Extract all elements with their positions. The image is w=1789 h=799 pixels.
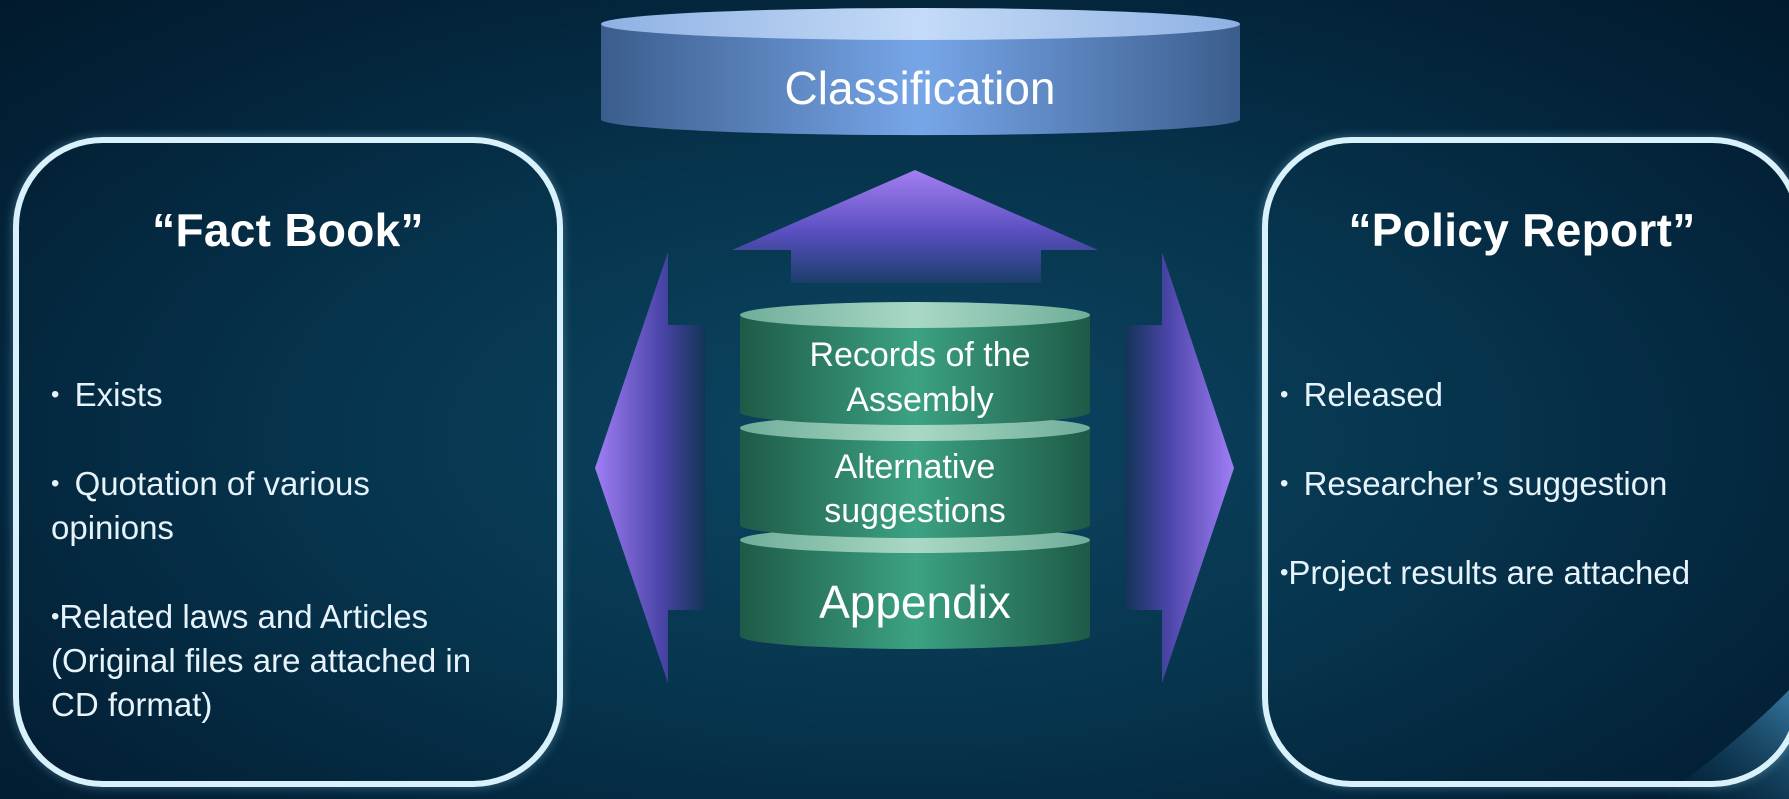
bullet-text: Quotation of various opinions <box>51 465 370 546</box>
center-cylinder-stack: Appendix Alternative suggestions Records… <box>740 302 1090 649</box>
bullet-dot: • <box>1280 381 1289 408</box>
appendix-label: Appendix <box>819 576 1011 628</box>
policy-report-panel: “Policy Report” • Released • Researcher’… <box>1262 137 1789 787</box>
policy-report-title: “Policy Report” <box>1348 204 1696 256</box>
alternatives-label-line1: Alternative <box>835 448 996 486</box>
cylinder-layer-appendix: Appendix <box>740 527 1090 649</box>
fact-book-bullet: • Quotation of various opinions <box>51 462 471 550</box>
classification-disc: Classification <box>601 8 1240 136</box>
bullet-text: Exists <box>65 376 163 413</box>
up-arrow <box>732 170 1098 283</box>
fact-book-panel: “Fact Book” • Exists • Quotation of vari… <box>13 137 563 787</box>
bullet-text: Related laws and Articles (Original file… <box>51 598 472 723</box>
bullet-text: Researcher’s suggestion <box>1294 465 1668 502</box>
bullet-dot: • <box>1280 559 1289 586</box>
fact-book-title: “Fact Book” <box>152 204 424 256</box>
records-label-line2: Assembly <box>846 381 993 419</box>
policy-report-bullet: • Researcher’s suggestion <box>1280 462 1690 506</box>
fact-book-bullet: •Related laws and Articles (Original fil… <box>51 595 471 727</box>
records-label-line1: Records of the <box>809 336 1030 374</box>
bullet-dot: • <box>51 470 60 497</box>
policy-report-bullet: • Released <box>1280 373 1690 417</box>
right-arrow <box>1125 252 1234 683</box>
bullet-text: Project results are attached <box>1288 554 1691 591</box>
fact-book-bullet: • Exists <box>51 373 471 417</box>
policy-report-bullet-list: • Released • Researcher’s suggestion •Pr… <box>1280 373 1690 640</box>
bullet-text: Released <box>1294 376 1444 413</box>
bullet-dot: • <box>51 603 60 630</box>
policy-report-bullet: •Project results are attached <box>1280 551 1690 595</box>
alternatives-label-line2: suggestions <box>824 492 1005 530</box>
cylinder-layer-alternatives: Alternative suggestions <box>740 415 1090 538</box>
cylinder-layer-records: Records of the Assembly <box>740 302 1090 425</box>
left-arrow <box>595 252 705 683</box>
classification-label: Classification <box>785 62 1056 114</box>
fact-book-bullet-list: • Exists • Quotation of various opinions… <box>51 373 471 727</box>
bullet-dot: • <box>1280 470 1289 497</box>
bullet-dot: • <box>51 381 60 408</box>
